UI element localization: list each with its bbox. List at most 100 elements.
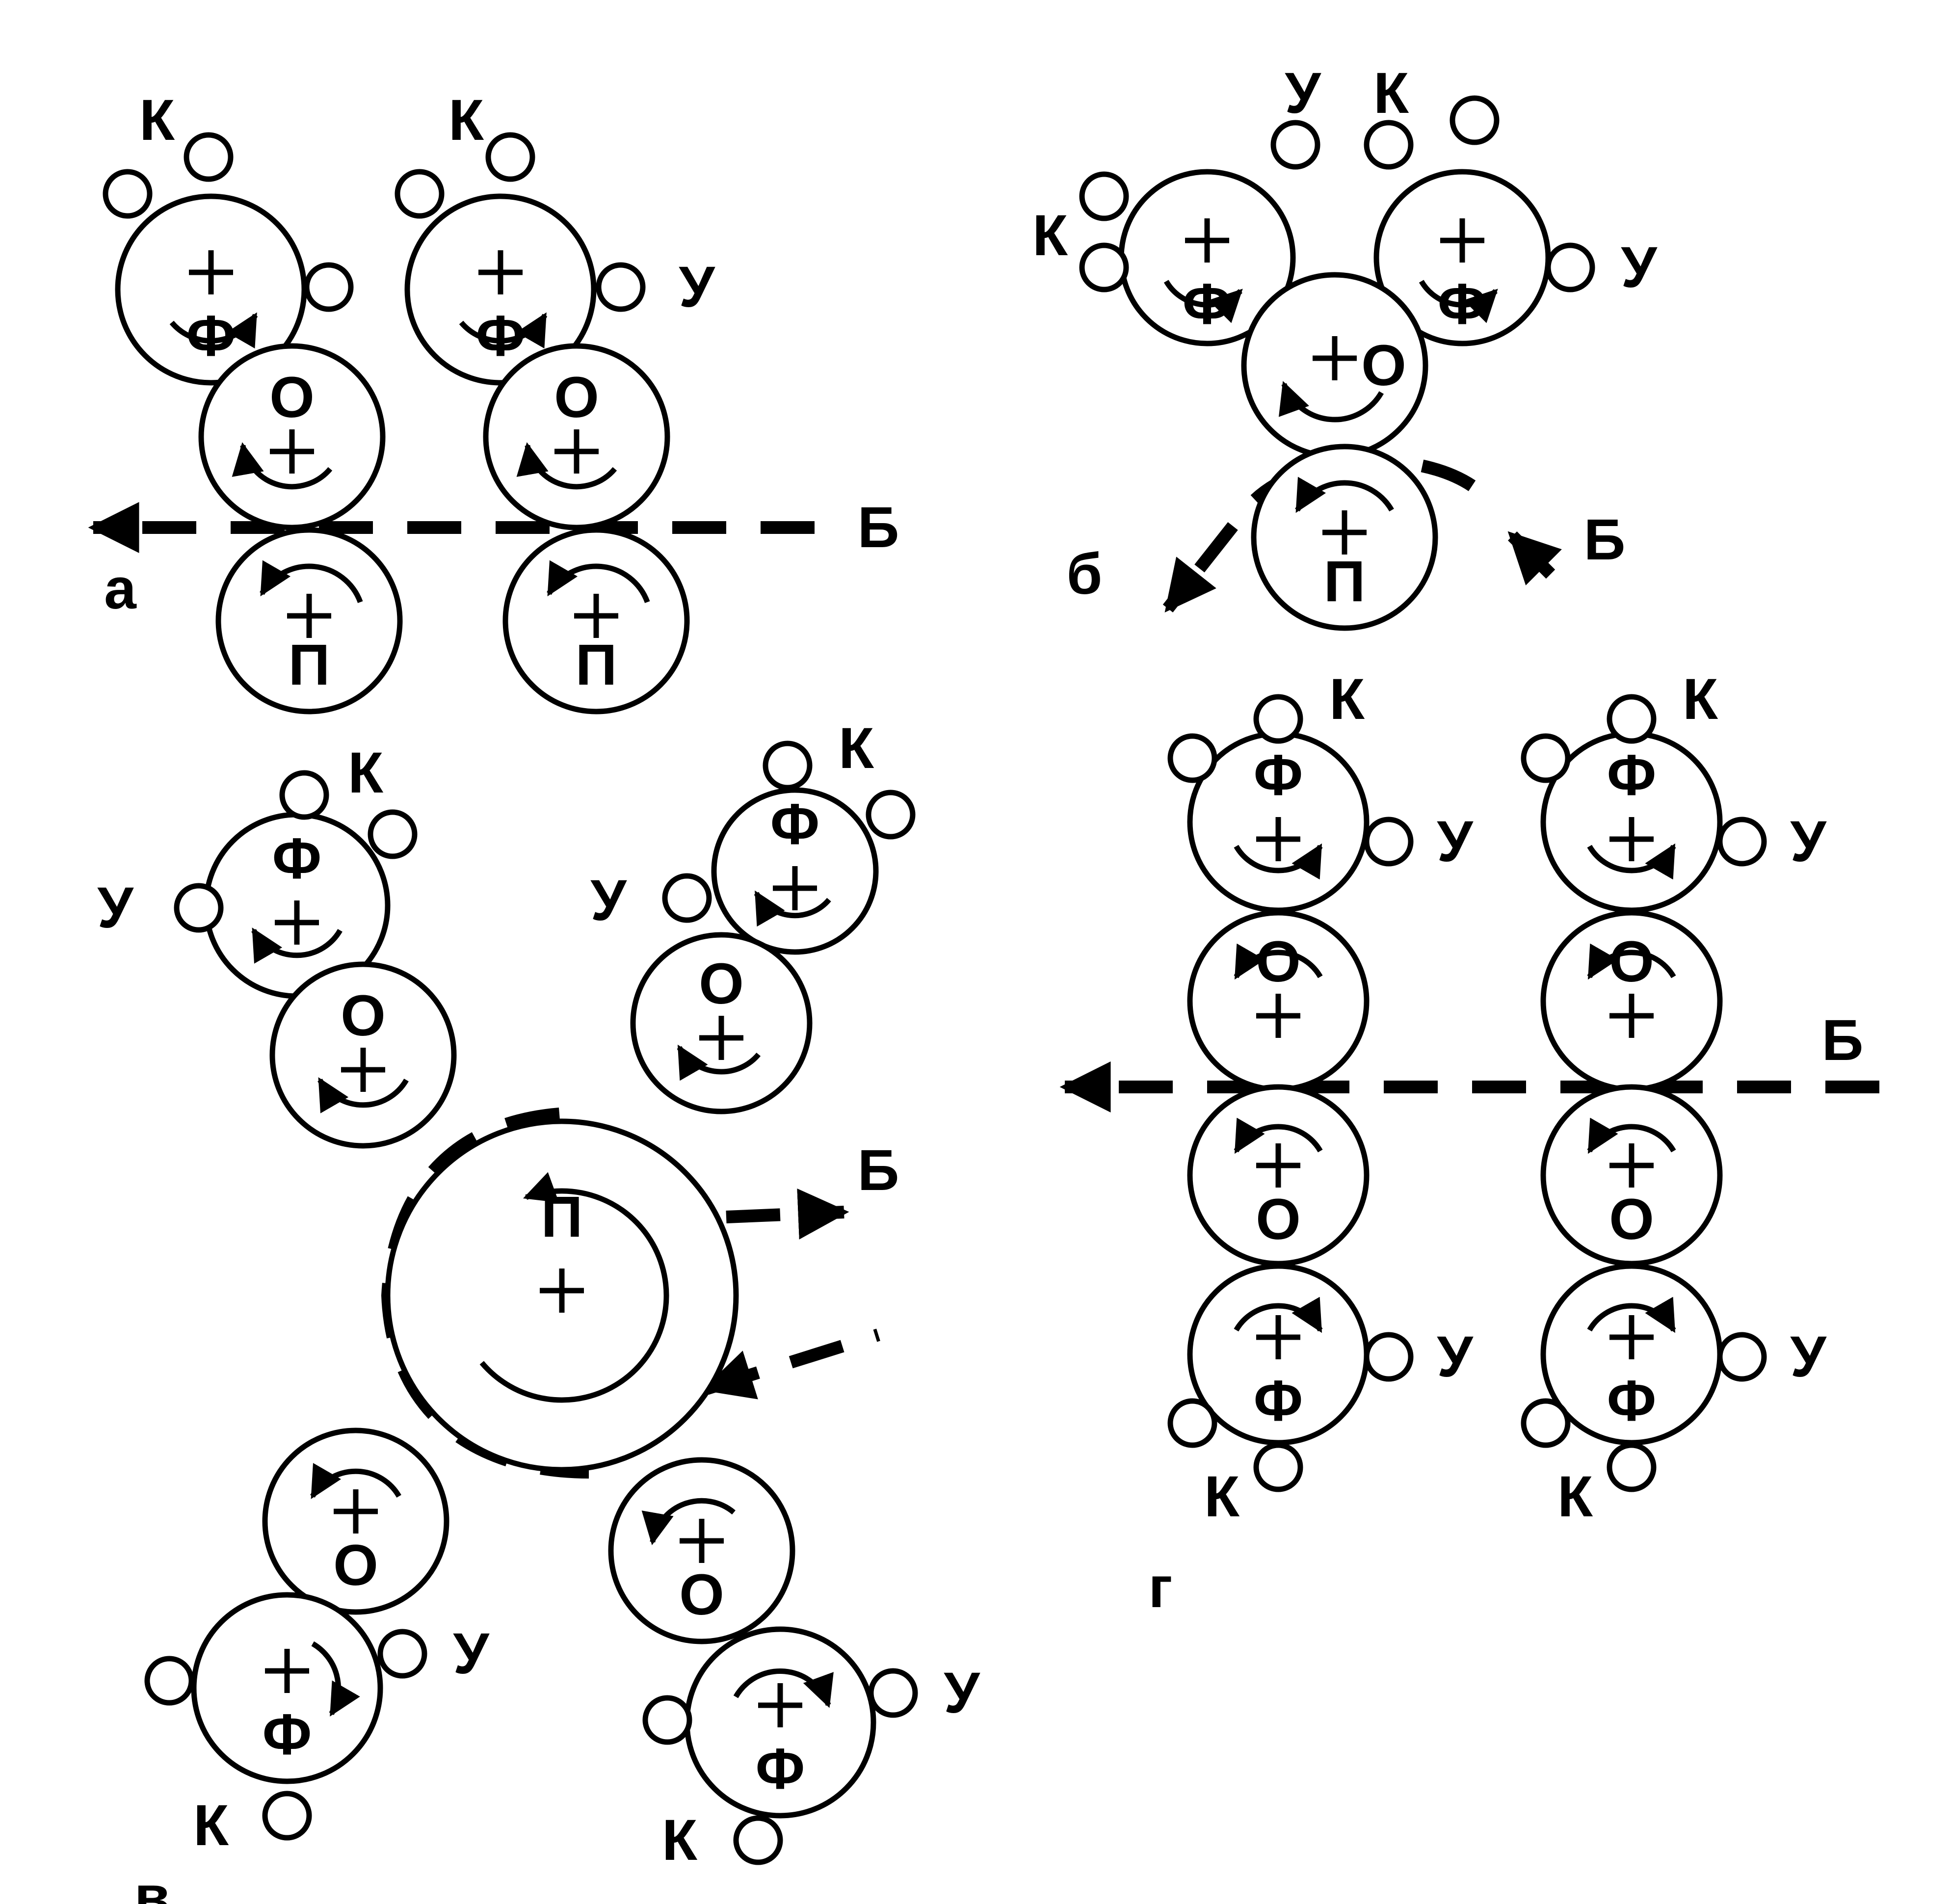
damping-roller-label: У <box>1285 61 1321 126</box>
offset-cylinder-label: О <box>341 983 386 1048</box>
inking-roller-label: К <box>1557 1464 1593 1529</box>
inking-roller <box>1167 1398 1217 1448</box>
form-cylinder-label: Ф <box>1183 272 1232 337</box>
web-label: Б <box>1822 1008 1864 1073</box>
inking-roller <box>1253 694 1303 744</box>
form-cylinder-label: Ф <box>263 1702 312 1767</box>
offset-cylinder-label: О <box>1256 929 1301 994</box>
offset-cylinder-label: О <box>554 365 599 430</box>
damping-roller-label: У <box>97 875 134 940</box>
form-cylinder-label: Ф <box>476 304 526 369</box>
center-cross <box>1440 218 1484 263</box>
inking-roller-label: К <box>1373 61 1409 126</box>
inking-roller <box>368 809 418 859</box>
rotation-arrow <box>516 442 617 490</box>
inking-roller <box>1253 1442 1303 1492</box>
center-cross <box>1256 1315 1300 1359</box>
inking-roller <box>395 169 445 219</box>
center-cross <box>773 866 817 910</box>
web-path <box>726 1188 849 1240</box>
center-cross <box>1609 1143 1654 1188</box>
center-cross <box>334 1489 378 1534</box>
damping-roller-label: У <box>1790 809 1827 874</box>
center-cross <box>1322 510 1367 555</box>
form-cylinder-label: Ф <box>756 1737 805 1801</box>
center-cross <box>1609 817 1654 861</box>
inking-roller-label: К <box>193 1793 229 1858</box>
inking-roller-label: К <box>348 740 384 805</box>
damping-roller-label: У <box>453 1621 490 1686</box>
inking-roller-label: К <box>839 716 874 781</box>
damping-roller <box>1717 1332 1767 1382</box>
panel-letter-b: б <box>1067 542 1103 607</box>
damping-roller <box>174 883 224 933</box>
center-cross <box>1185 218 1229 263</box>
form-cylinder-label: Ф <box>1254 743 1303 808</box>
web-label: Б <box>858 1138 899 1203</box>
damping-roller-label: У <box>590 868 627 933</box>
rotation-arrow <box>317 1077 409 1113</box>
inking-roller <box>1450 95 1500 145</box>
rotation-arrow <box>677 1044 761 1081</box>
damping-roller <box>304 262 354 312</box>
center-cross <box>680 1519 724 1563</box>
rotation-arrow <box>754 890 831 927</box>
impression-cylinder-label: П <box>289 633 330 697</box>
rotation-arrow <box>251 927 343 964</box>
damping-roller-label: У <box>944 1661 980 1725</box>
rotation-arrow <box>1587 1117 1676 1154</box>
offset-cylinder-label: О <box>1609 1187 1654 1252</box>
rotation-arrow <box>1279 381 1384 423</box>
inking-roller-label: К <box>1204 1464 1240 1529</box>
damping-roller-label: У <box>1437 809 1474 874</box>
inking-roller-label: К <box>662 1808 698 1873</box>
rotation-arrow <box>169 312 258 349</box>
inking-roller <box>1607 1442 1657 1492</box>
inking-roller <box>279 770 329 820</box>
center-cross <box>1609 994 1654 1038</box>
rotation-arrow <box>479 1172 669 1403</box>
web-path <box>702 1328 880 1400</box>
offset-cylinder-label: О <box>1256 1187 1301 1252</box>
inking-roller <box>1167 733 1217 783</box>
inking-roller <box>1079 242 1129 292</box>
panel-letter-a: а <box>104 556 137 621</box>
rotation-arrow <box>260 560 363 603</box>
damping-roller-label: У <box>1790 1324 1827 1389</box>
form-cylinder-label: Ф <box>1607 743 1657 808</box>
damping-roller <box>377 1629 427 1679</box>
rotation-arrow <box>547 560 650 603</box>
damping-roller-label: У <box>1437 1324 1474 1389</box>
rotation-arrow <box>1234 1296 1323 1333</box>
offset-cylinder-label: О <box>679 1562 724 1627</box>
panel-letter-v: в <box>134 1864 170 1904</box>
cylinders <box>103 95 1767 1865</box>
center-cross <box>699 1016 743 1060</box>
rotation-arrow <box>459 312 548 349</box>
form-cylinder-label: Ф <box>272 826 322 891</box>
rotation-arrow <box>1234 1117 1323 1154</box>
inking-roller <box>103 169 153 219</box>
damping-roller-label: У <box>679 255 715 319</box>
rotation-arrow <box>641 1498 736 1545</box>
inking-roller <box>866 790 916 840</box>
damping-roller <box>1364 817 1414 867</box>
inking-roller-label: К <box>1329 667 1365 732</box>
center-cross <box>189 250 233 294</box>
inking-roller <box>642 1695 692 1745</box>
impression-cylinder-label: П <box>576 633 617 697</box>
rotation-arrow <box>1234 843 1323 880</box>
offset-cylinder-label: О <box>1361 333 1406 398</box>
form-cylinder-label: Ф <box>1438 272 1487 337</box>
center-cross <box>1256 1143 1300 1188</box>
rotation-arrow <box>311 1641 360 1717</box>
impression-cylinder-label: П <box>1324 549 1366 614</box>
inking-roller <box>262 1791 312 1841</box>
inking-roller-label: К <box>1683 667 1718 732</box>
damping-roller <box>1364 1332 1414 1382</box>
inking-roller-label: К <box>1032 203 1068 268</box>
inking-roller <box>1521 1398 1571 1448</box>
center-cross <box>574 594 618 638</box>
